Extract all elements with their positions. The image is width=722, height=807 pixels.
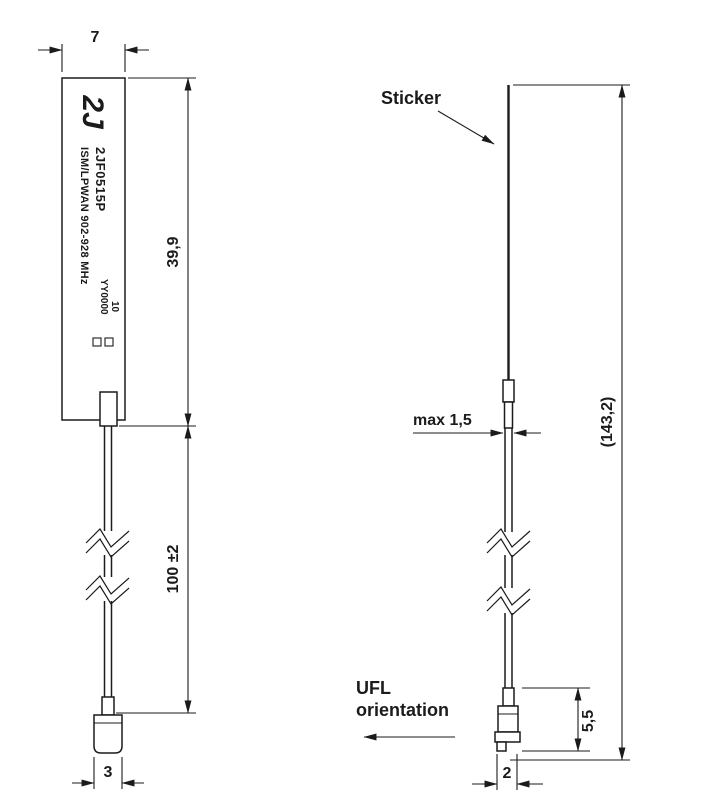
ufl-orientation-callout: UFL orientation: [356, 678, 455, 741]
checkbox-mark-2: [104, 337, 114, 347]
side-connector-foot: [496, 741, 507, 752]
side-connector-body: [497, 705, 519, 733]
side-view: Sticker max 1,5: [356, 84, 630, 790]
sticker-rev: 10: [109, 301, 120, 313]
side-connector-plate: [494, 731, 521, 743]
side-connector-neck: [502, 687, 515, 707]
front-cable: [85, 426, 130, 697]
side-ferrule: [502, 379, 515, 403]
dim-top-width: 7: [38, 29, 149, 72]
sticker-product-line: ISM/LPWAN 902-928 MHz: [78, 147, 90, 285]
checkbox-mark-1: [92, 337, 102, 347]
dim-top-width-label: 7: [91, 29, 100, 46]
feed-neck: [99, 391, 118, 427]
sticker-date-code: YY0000: [98, 279, 109, 315]
dim-chain-front: 39,9 100 ±2: [116, 77, 196, 714]
side-connector: [494, 687, 521, 752]
dim-cable-length-label: 100 ±2: [165, 544, 182, 593]
front-connector: [93, 696, 123, 754]
side-cable: [486, 428, 531, 688]
dim-sticker-length-label: 39,9: [165, 236, 182, 267]
sticker-outline: [61, 77, 126, 421]
dim-side-connector-width: 2: [472, 754, 543, 790]
connector-body: [93, 714, 123, 754]
dim-total-length-label: (143,2): [599, 397, 616, 448]
sticker-leader-arrow: [437, 110, 495, 145]
side-neck: [503, 401, 514, 429]
antenna-body: 2J ISM/LPWAN 902-928 MHz 2JF0515P YY0000…: [61, 77, 126, 427]
front-view: 7 2J ISM/LPWAN 902-928 MHz 2JF0515P YY00…: [38, 29, 196, 789]
ufl-callout-line2: orientation: [356, 700, 449, 720]
dim-connector-width-label: 3: [104, 764, 113, 781]
dim-connector-height: 5,5: [522, 687, 597, 752]
sticker-callout-label: Sticker: [381, 88, 441, 108]
brand-logo: 2J: [76, 94, 109, 130]
ufl-callout-line1: UFL: [356, 678, 391, 698]
dim-side-connector-width-label: 2: [503, 765, 512, 782]
side-antenna-edge: [502, 85, 515, 429]
dim-connector-width: 3: [72, 757, 144, 789]
dim-connector-height-label: 5,5: [580, 710, 597, 732]
dim-total-length: (143,2): [510, 84, 630, 761]
connector-neck: [101, 696, 115, 716]
sticker-model: 2JF0515P: [93, 147, 108, 212]
dim-max-thickness-label: max 1,5: [413, 412, 472, 429]
dim-max-thickness: max 1,5: [413, 412, 541, 437]
sticker-callout: Sticker: [381, 88, 495, 145]
